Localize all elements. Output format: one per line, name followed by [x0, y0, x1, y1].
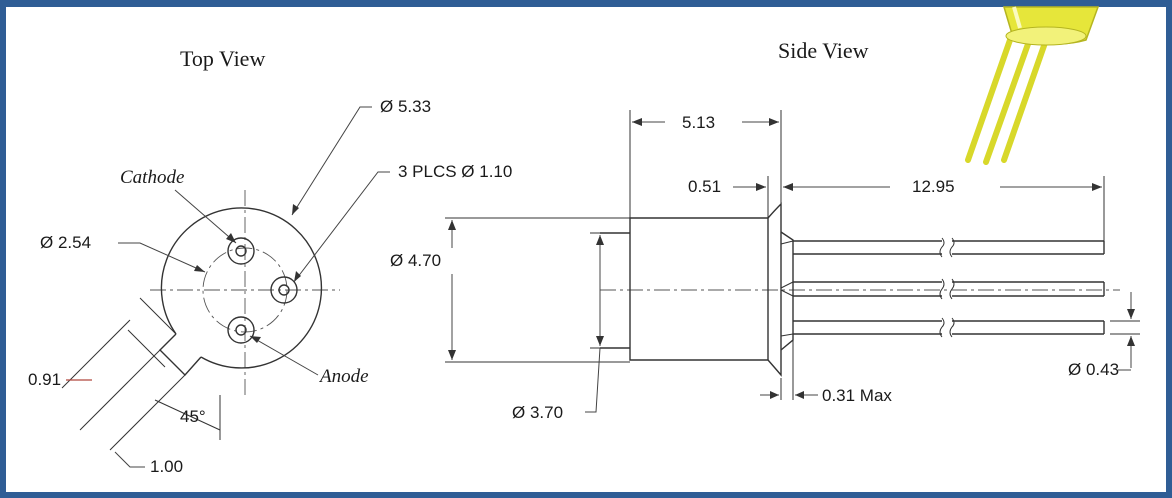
body-length-label: 5.13	[682, 113, 715, 132]
tab-width-label: 0.91	[28, 370, 61, 389]
tab-length-label: 1.00	[150, 457, 183, 476]
top-body-outline	[160, 207, 323, 369]
tab-extension-1	[79, 349, 161, 431]
lead-top	[793, 237, 1105, 258]
index-tab	[159, 333, 202, 377]
tab-extension-3	[139, 297, 177, 335]
pin-circle-leader	[118, 242, 206, 273]
pin-circle-diameter-label: Ø 2.54	[40, 233, 91, 252]
pin-spec-label: 3 PLCS Ø 1.10	[398, 162, 512, 181]
body-diameter-label: Ø 5.33	[380, 97, 431, 116]
cathode-pin	[227, 237, 255, 265]
cathode-label: Cathode	[120, 167, 184, 188]
lead-middle	[793, 278, 1105, 300]
side-view: Side View	[390, 38, 1140, 422]
tab-width-dimline	[61, 319, 131, 389]
top-view: Top View Ø 5.33 3 PLCS Ø 1.10 Catho	[28, 46, 512, 476]
header-base	[780, 231, 794, 351]
flange-thickness-label: 0.51	[688, 177, 721, 196]
tab-extension-2	[109, 374, 186, 451]
lead-bottom	[793, 317, 1105, 338]
tab-angle-label: 45°	[180, 407, 206, 426]
side-view-title: Side View	[778, 38, 869, 63]
lead-diameter-label: Ø 0.43	[1068, 360, 1119, 379]
lead-fanout	[780, 240, 794, 337]
tab-length-leader	[114, 451, 145, 468]
gap-label: 0.31 Max	[822, 386, 892, 405]
tab-width-arrowline	[127, 329, 166, 368]
cathode-leader	[174, 189, 237, 244]
pin-spec-leader	[293, 171, 390, 283]
flange-diameter-label: Ø 4.70	[390, 251, 441, 270]
center-pin	[270, 276, 298, 304]
angle-dimline	[154, 399, 221, 431]
top-view-title: Top View	[180, 46, 265, 71]
body-diameter-leader	[291, 106, 372, 216]
anode-label: Anode	[318, 366, 369, 387]
anode-pin	[227, 316, 255, 344]
anode-leader	[249, 335, 319, 376]
lead-length-label: 12.95	[912, 177, 955, 196]
cap-diameter-leader	[585, 347, 601, 413]
side-body-outline	[629, 202, 782, 377]
cap-diameter-label: Ø 3.70	[512, 403, 563, 422]
product-photo	[965, 6, 1100, 165]
